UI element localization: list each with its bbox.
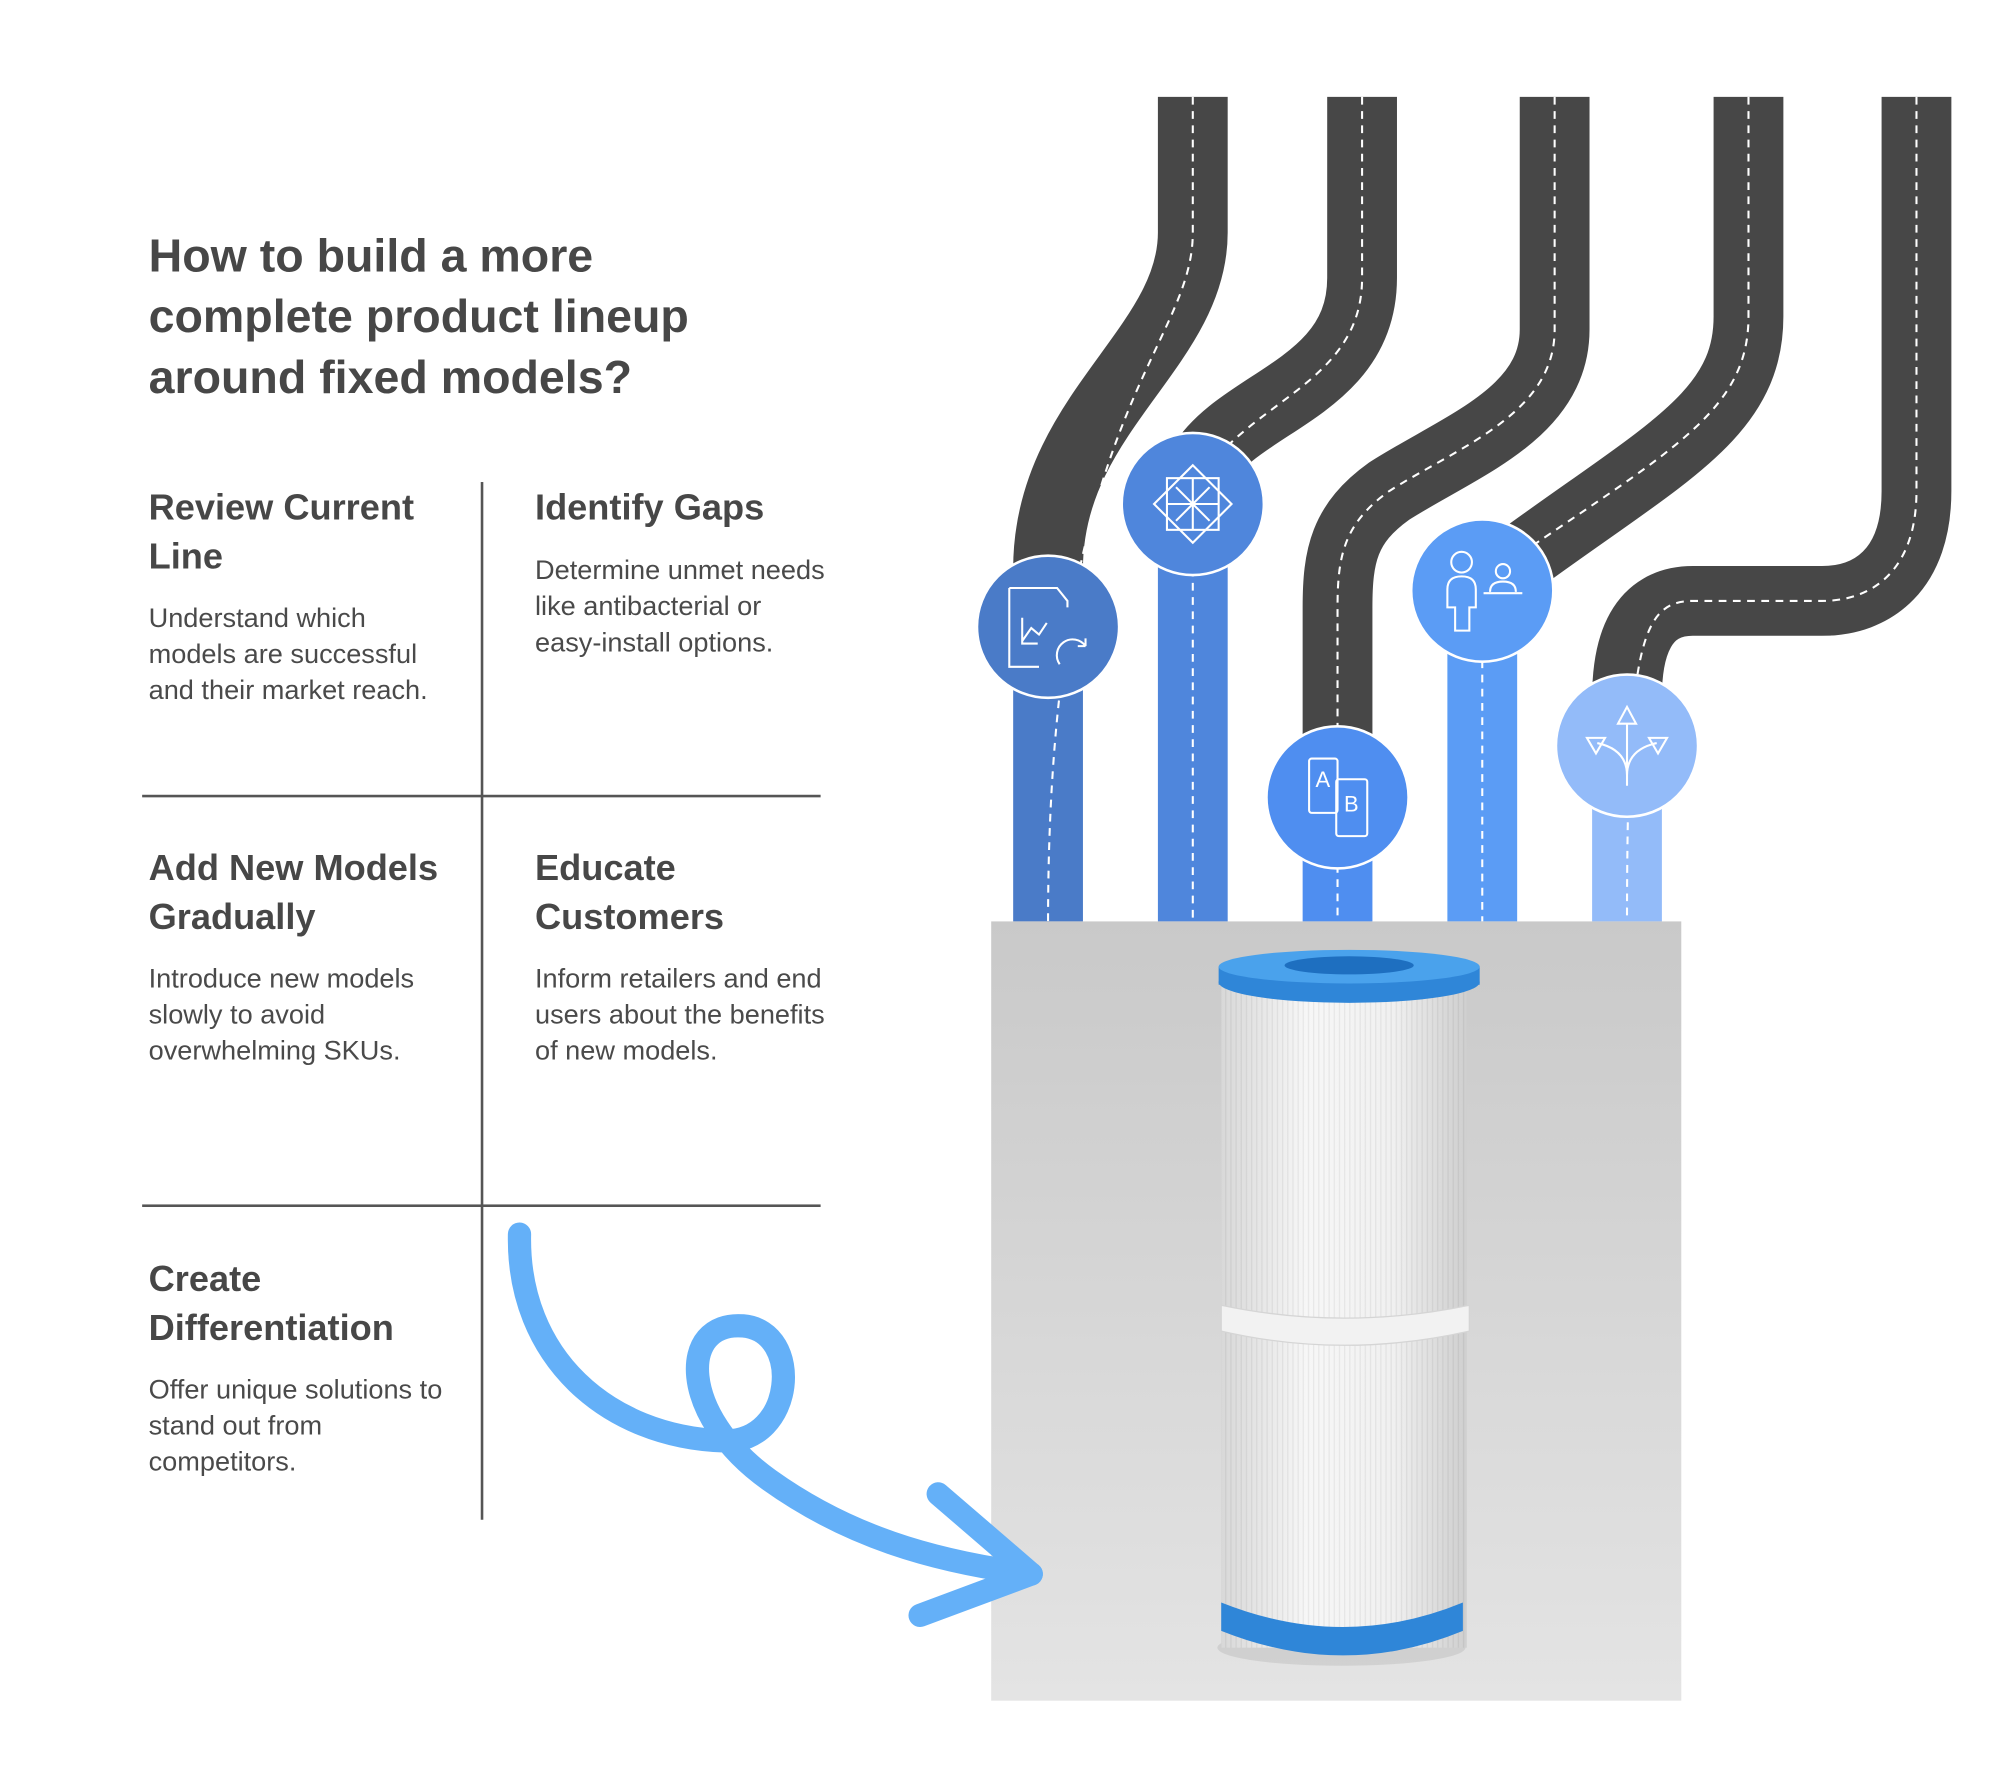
step-description: Understand which models are successful a… [148,603,428,706]
svg-text:A: A [1316,767,1331,792]
page-title: How to build a more complete product lin… [148,228,689,404]
step-heading: Add New Models Gradually [148,847,439,937]
step-create-differentiation: Create Differentiation Offer unique solu… [149,1255,459,1481]
puzzle-pattern-icon [1120,431,1266,577]
step-description: Introduce new models slowly to avoid ove… [148,964,415,1067]
svg-text:B: B [1344,792,1359,817]
step-educate-customers: Educate Customers Inform retailers and e… [535,844,826,1070]
curly-arrow [507,1222,1043,1628]
step-identify-gaps: Identify Gaps Determine unmet needs like… [535,483,826,661]
step-add-new-models: Add New Models Gradually Introduce new m… [149,844,440,1070]
step-description: Determine unmet needs like antibacterial… [535,555,825,658]
step-review-current-line: Review Current Line Understand which mod… [149,483,440,709]
product-photo-filter-cartridge [991,921,1682,1701]
ab-test-phones-icon: A B [1265,724,1410,870]
step-heading: Identify Gaps [535,487,765,528]
step-heading: Create Differentiation [148,1258,394,1348]
grid-divider-vertical [480,482,483,1520]
grid-divider-horizontal [142,1204,821,1207]
step-heading: Review Current Line [148,487,415,576]
step-description: Inform retailers and end users about the… [535,964,825,1067]
step-description: Offer unique solutions to stand out from… [148,1375,443,1478]
split-arrows-icon [1554,673,1700,819]
presenter-audience-icon [1409,518,1555,663]
grid-divider-horizontal [142,794,821,797]
chart-document-refresh-icon [975,554,1121,700]
step-heading: Educate Customers [535,847,725,937]
road-1 [1013,96,1228,570]
